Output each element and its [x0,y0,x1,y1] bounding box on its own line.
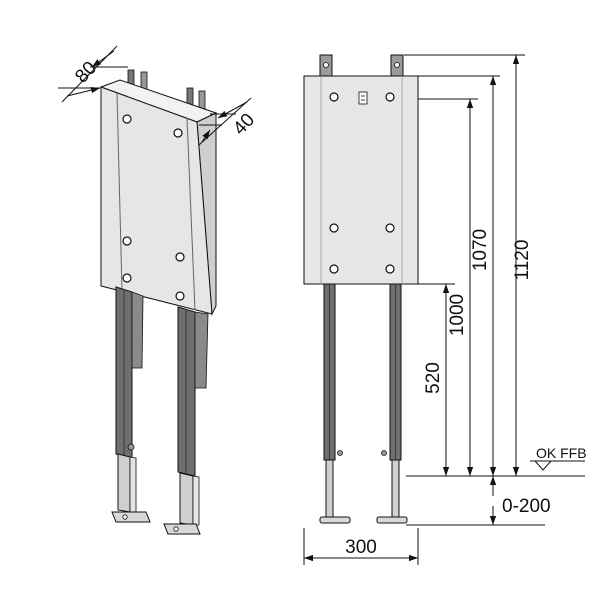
mounting-holes-front [329,92,395,274]
dimension-300: 300 [304,537,418,562]
front-leg-left [319,283,351,524]
dimension-1000: 1000 [447,99,474,476]
dim-label-300: 300 [345,537,377,558]
dimension-0-200: 0-200 [489,476,551,525]
dim-label-1120: 1120 [512,240,533,281]
top-tab-right [390,54,404,77]
front-panel [303,75,419,285]
iso-leg-left [111,286,151,523]
floor-label: OK FFB [536,445,587,461]
front-leg-right [376,283,408,524]
floor-reference: OK FFB [530,445,587,471]
front-view: 1120 1070 1000 520 OK FFB 0-200 [303,54,587,565]
dim-label-520: 520 [423,362,444,394]
dim-label-80: 80 [71,58,101,88]
dim-label-0-200: 0-200 [502,496,551,517]
dim-label-1000: 1000 [447,294,468,336]
isometric-view: 80 40 [58,45,259,535]
dim-label-1070: 1070 [470,229,491,271]
iso-leg-right [163,306,209,535]
dimension-520: 520 [423,284,450,476]
mounting-holes-iso [122,114,185,301]
dimension-1120: 1120 [512,55,533,476]
label-plate [358,91,368,105]
dimension-1070: 1070 [470,76,497,476]
top-tab-left [319,54,333,77]
